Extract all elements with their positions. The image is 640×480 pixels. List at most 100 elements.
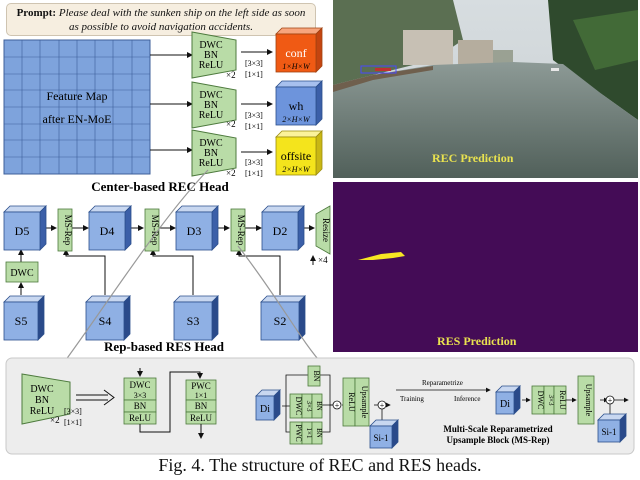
river-scene [333,0,638,178]
s2-box: S2 [260,295,306,341]
res-prediction-label: RES Prediction [437,334,517,348]
rec-prediction-label: REC Prediction [432,151,514,165]
infer-branch-dwc: DWC [536,391,545,410]
block-label-dwc: DWC [199,40,223,51]
prompt-text: Please deal with the sunken ship on the … [58,7,306,33]
detail-relu-upsample: ReLU Upsample [342,377,370,427]
prompt-label: Prompt: [16,7,57,19]
detail-kernel-b: [1×1] [64,418,82,427]
segmentation-mask [358,252,405,260]
branch-dwc: DWC [294,397,303,416]
detail-dwc-line3: ReLU [30,406,55,417]
d2-box: D2 [261,205,305,251]
detail-dwc-line2: BN [35,395,49,406]
prompt-box: Prompt: Please deal with the sunken ship… [6,3,316,36]
dwc-block: DWC [5,261,39,283]
msrep-block-2: MS-Rep [144,208,160,252]
sum-symbol: + [380,401,385,410]
s-label: S2 [274,314,287,328]
detail-s-prev-cube: Si-1 [369,419,399,449]
resize-label: Resize [321,218,331,242]
detail-s-prev-cube-2: Si-1 [597,413,627,443]
train-bn: BN [134,401,147,411]
output-name: offsite [281,149,311,163]
train-kernel: 3×3 [134,391,147,400]
d-label: D3 [187,224,202,238]
infer-relu: ReLU [190,413,212,423]
detail-repeat: ×2 [50,415,60,425]
repeat-label: ×2 [226,168,236,178]
resize-block: Resize ×4 [310,205,331,265]
output-conf: conf 1×H×W [275,27,323,73]
dwc-label: DWC [10,268,34,279]
infer-pwc: PWC [191,381,211,391]
mask-region [358,252,405,260]
branch-pwc-bottom: PWC 1×1 BN [289,421,323,445]
feature-map-line2: after EN-MoE [43,112,112,126]
s-label: S3 [187,314,200,328]
s-prev-label: Si-1 [373,433,388,443]
d-label: D5 [15,224,30,238]
msrep-label: MS-Rep [63,215,73,246]
feature-map-line1: Feature Map [47,89,108,103]
training-label: Training [400,395,424,403]
scale-label: ×4 [318,255,328,265]
detail-di-cube-2: Di [495,385,521,415]
rec-head-title: Center-based REC Head [91,179,229,194]
branch-dwc-mid: DWC 3×3 BN [289,393,323,419]
block-label-relu: ReLU [199,158,224,169]
reparam-label: Reparametrize [422,379,463,387]
detail-infer-branch: DWC 3×3 ReLU Upsample [531,375,595,425]
branch-bn: BN [315,428,323,438]
sum-node [332,400,342,410]
detail-di-cube: Di [255,389,281,421]
msrep-label: MS-Rep [150,215,160,246]
branch-kernel-1: 1×1 [305,428,313,439]
detail-train-stack: DWC 3×3 BN ReLU [123,368,203,433]
block-label-dwc: DWC [199,138,223,149]
res-head-title: Rep-based RES Head [104,339,225,354]
output-dims: 2×H×W [282,165,311,174]
d4-box: D4 [88,205,132,251]
callout-arrow-rec [58,169,209,370]
s3-box: S3 [173,295,219,341]
repeat-label: ×2 [226,119,236,129]
output-offsite: offsite 2×H×W [275,130,323,176]
branch-bn: BN [315,401,323,411]
infer-bn: BN [195,401,208,411]
msrep-block-3: MS-Rep [230,208,246,252]
detail-dwc-trapezoid: DWC BN ReLU ×2 [3×3] [1×1] [21,373,82,427]
di-label-2: Di [500,399,510,410]
infer-branch-upsample: Upsample [584,384,593,417]
msrep-title-line2: Upsample Block (MS-Rep) [447,435,550,445]
infer-branch-relu: ReLU [558,390,567,410]
branch-bn-top: BN [307,365,321,387]
sum-symbol: + [335,401,340,410]
train-relu: ReLU [129,413,151,423]
block-label-dwc: DWC [199,90,223,101]
block-label-relu: ReLU [199,60,224,71]
res-prediction-mask [333,182,638,352]
sum-node-3 [605,395,615,405]
rec-branch-offsite: DWC BN ReLU ×2 [3×3] [1×1] [191,129,263,178]
branch-pwc: PWC [294,424,303,441]
output-wh: wh 2×H×W [275,80,323,126]
detail-upsample: Upsample [360,386,369,419]
reparametrize-section: Reparametrize Training Inference [396,379,491,403]
block-label-bn: BN [204,50,218,61]
di-label: Di [260,404,270,415]
branch-bn: BN [312,370,321,381]
output-dims: 1×H×W [282,62,311,71]
s-prev-label-2: Si-1 [601,427,616,437]
sum-symbol: + [608,396,613,405]
kernel-a: [3×3] [245,111,263,120]
kernel-b: [1×1] [245,122,263,131]
msrep-block-1: MS-Rep [57,208,73,252]
d5-box: D5 [3,205,47,251]
train-dwc: DWC [130,380,151,390]
block-label-relu: ReLU [199,110,224,121]
msrep-title-line1: Multi-Scale Reparametrized [443,424,552,434]
inference-label: Inference [454,395,480,403]
sum-node-2 [377,400,387,410]
output-name: wh [289,99,304,113]
